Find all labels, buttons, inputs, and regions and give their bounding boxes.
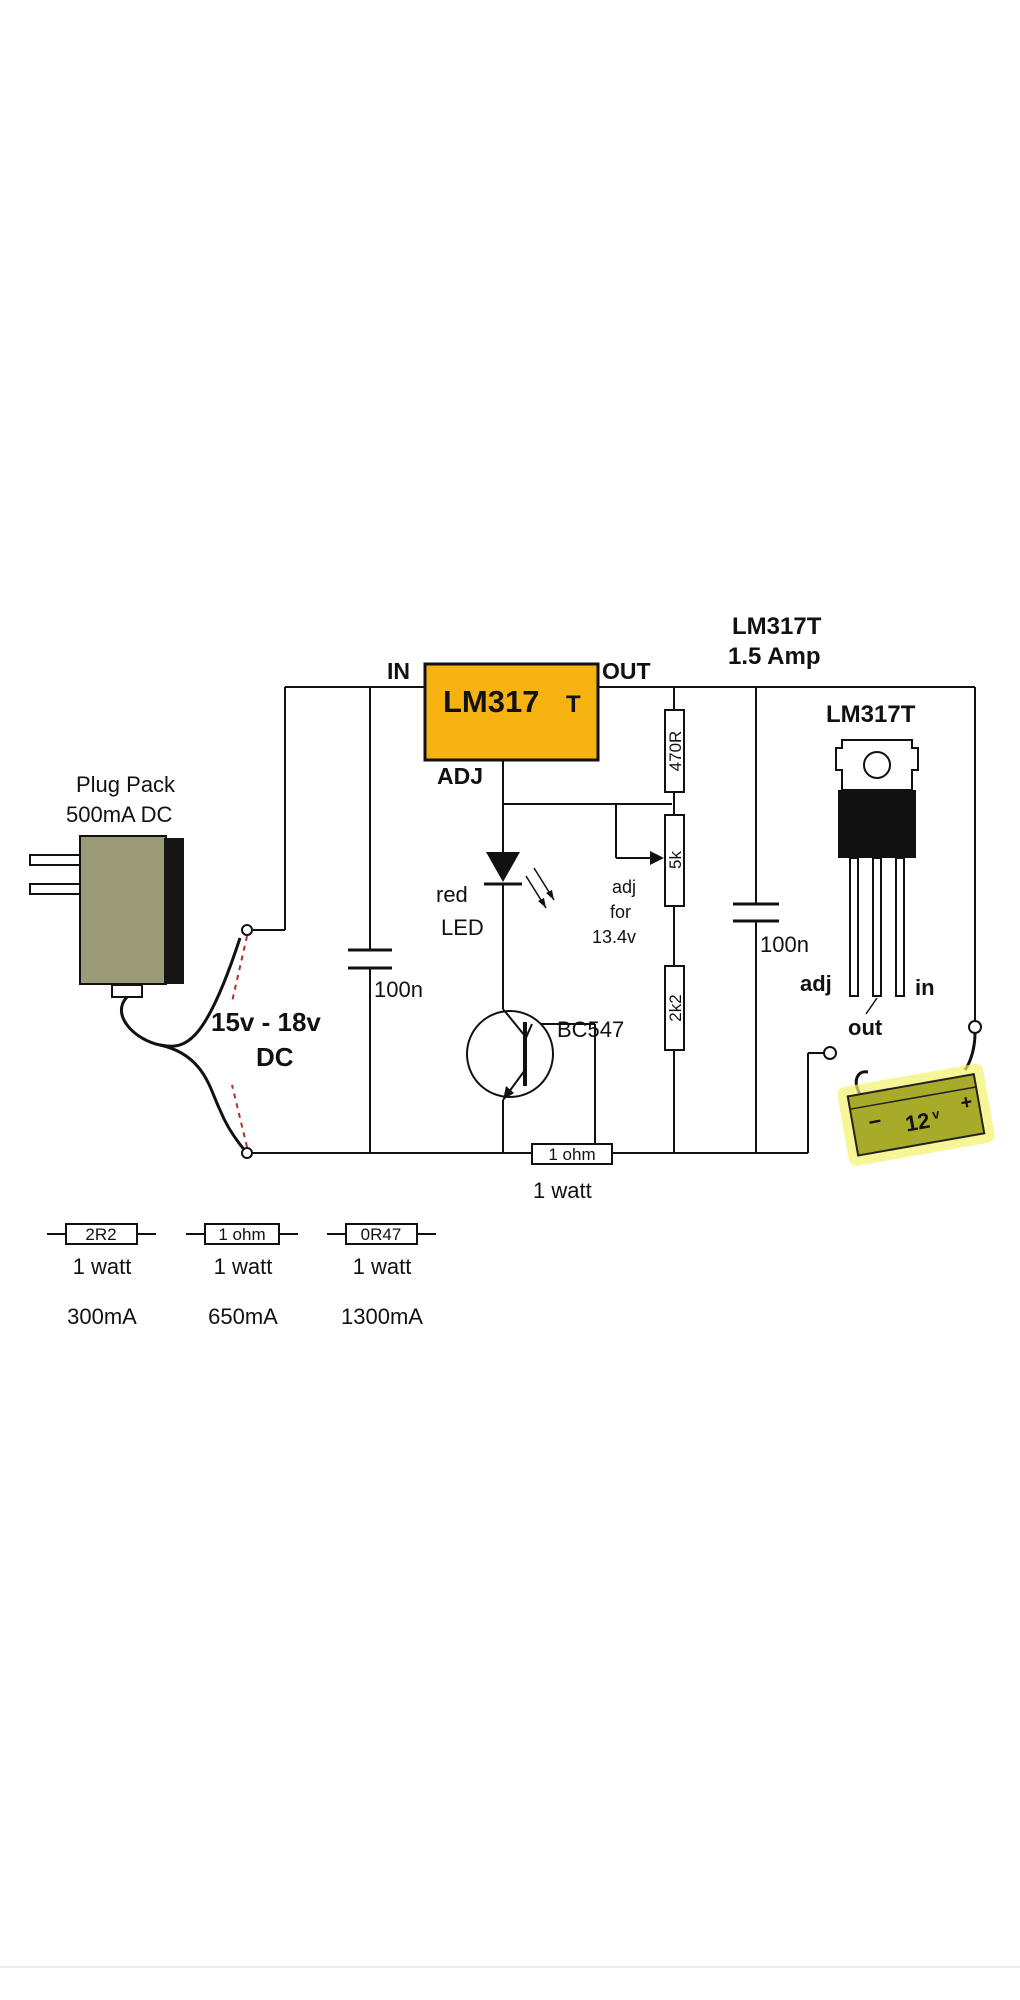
- sense-resistor-label: 1 ohm: [548, 1145, 595, 1164]
- heading-line2: 1.5 Amp: [728, 643, 820, 670]
- regulator-pin-in: IN: [387, 658, 410, 684]
- adj-label-2: for: [610, 902, 631, 922]
- regulator-pin-out: OUT: [602, 658, 651, 684]
- package-pin-adj: adj: [800, 971, 832, 996]
- output-capacitor-label: 100n: [760, 932, 809, 957]
- supply-voltage-label: 15v - 18v: [211, 1007, 321, 1037]
- r-2k2: 2k2: [664, 965, 685, 1051]
- resistor-option-value: 2R2: [85, 1225, 116, 1244]
- adj-label-3: 13.4v: [592, 927, 636, 947]
- r-470: 470R: [664, 709, 685, 793]
- adj-label-1: adj: [612, 877, 636, 897]
- pot-5k: 5k adj for 13.4v: [592, 814, 685, 947]
- battery-unit: v: [931, 1106, 941, 1122]
- resistor-option-value: 1 ohm: [218, 1225, 265, 1244]
- heading-line1: LM317T: [732, 613, 822, 640]
- plug-pack-label-2: 500mA DC: [66, 802, 172, 827]
- regulator-pin-adj: ADJ: [437, 763, 483, 789]
- battery-voltage: 12: [903, 1108, 931, 1137]
- resistor-option-current: 650mA: [208, 1304, 278, 1329]
- package-pin-in: in: [915, 975, 935, 1000]
- resistor-option-current: 300mA: [67, 1304, 137, 1329]
- regulator-name: LM317: [443, 684, 539, 719]
- red-led: red LED: [436, 852, 555, 940]
- output-capacitor: 100n: [733, 902, 809, 957]
- resistor-option-value: 0R47: [361, 1225, 402, 1244]
- supply-terminal-negative: [241, 1147, 253, 1159]
- wires: [252, 686, 976, 1154]
- plug-pack-label-1: Plug Pack: [76, 772, 176, 797]
- transistor-label: BC547: [557, 1017, 624, 1042]
- package-pin-out: out: [848, 1015, 883, 1040]
- r-2k2-label: 2k2: [666, 994, 685, 1021]
- resistor-option: 2R2 1 watt 300mA: [47, 1223, 156, 1329]
- led-label-1: red: [436, 882, 468, 907]
- regulator-suffix: T: [566, 691, 581, 718]
- input-capacitor: 100n: [348, 948, 423, 1002]
- plug-pack: Plug Pack 500mA DC: [29, 772, 253, 1159]
- supply-type-label: DC: [256, 1042, 294, 1072]
- lm317-regulator: LM317 T IN OUT ADJ: [387, 658, 651, 789]
- battery-minus: −: [866, 1108, 883, 1135]
- resistor-option-rating: 1 watt: [353, 1254, 412, 1279]
- led-label-2: LED: [441, 915, 484, 940]
- lm317t-package: LM317T adj out in: [800, 701, 935, 1040]
- pot-label: 5k: [666, 851, 685, 869]
- battery-12v: − + 12 v: [823, 1020, 995, 1166]
- resistor-option-current: 1300mA: [341, 1304, 423, 1329]
- battery-terminal-positive: [968, 1020, 982, 1034]
- bc547-transistor: BC547: [466, 1008, 624, 1101]
- resistor-option-rating: 1 watt: [73, 1254, 132, 1279]
- package-title: LM317T: [826, 701, 916, 728]
- input-capacitor-label: 100n: [374, 977, 423, 1002]
- r-470-label: 470R: [666, 731, 685, 772]
- resistor-table: 2R2 1 watt 300mA 1 ohm 1 watt 650mA 0R47…: [47, 1223, 436, 1329]
- sense-resistor: 1 ohm 1 watt: [531, 1143, 613, 1203]
- battery-plus: +: [959, 1091, 974, 1115]
- resistor-option: 1 ohm 1 watt 650mA: [186, 1223, 298, 1329]
- supply-terminal-positive: [241, 924, 253, 936]
- sense-resistor-rating: 1 watt: [533, 1178, 592, 1203]
- bottom-divider: [0, 1966, 1020, 1968]
- battery-terminal-negative: [823, 1046, 837, 1060]
- resistor-option-rating: 1 watt: [214, 1254, 273, 1279]
- resistor-option: 0R47 1 watt 1300mA: [327, 1223, 436, 1329]
